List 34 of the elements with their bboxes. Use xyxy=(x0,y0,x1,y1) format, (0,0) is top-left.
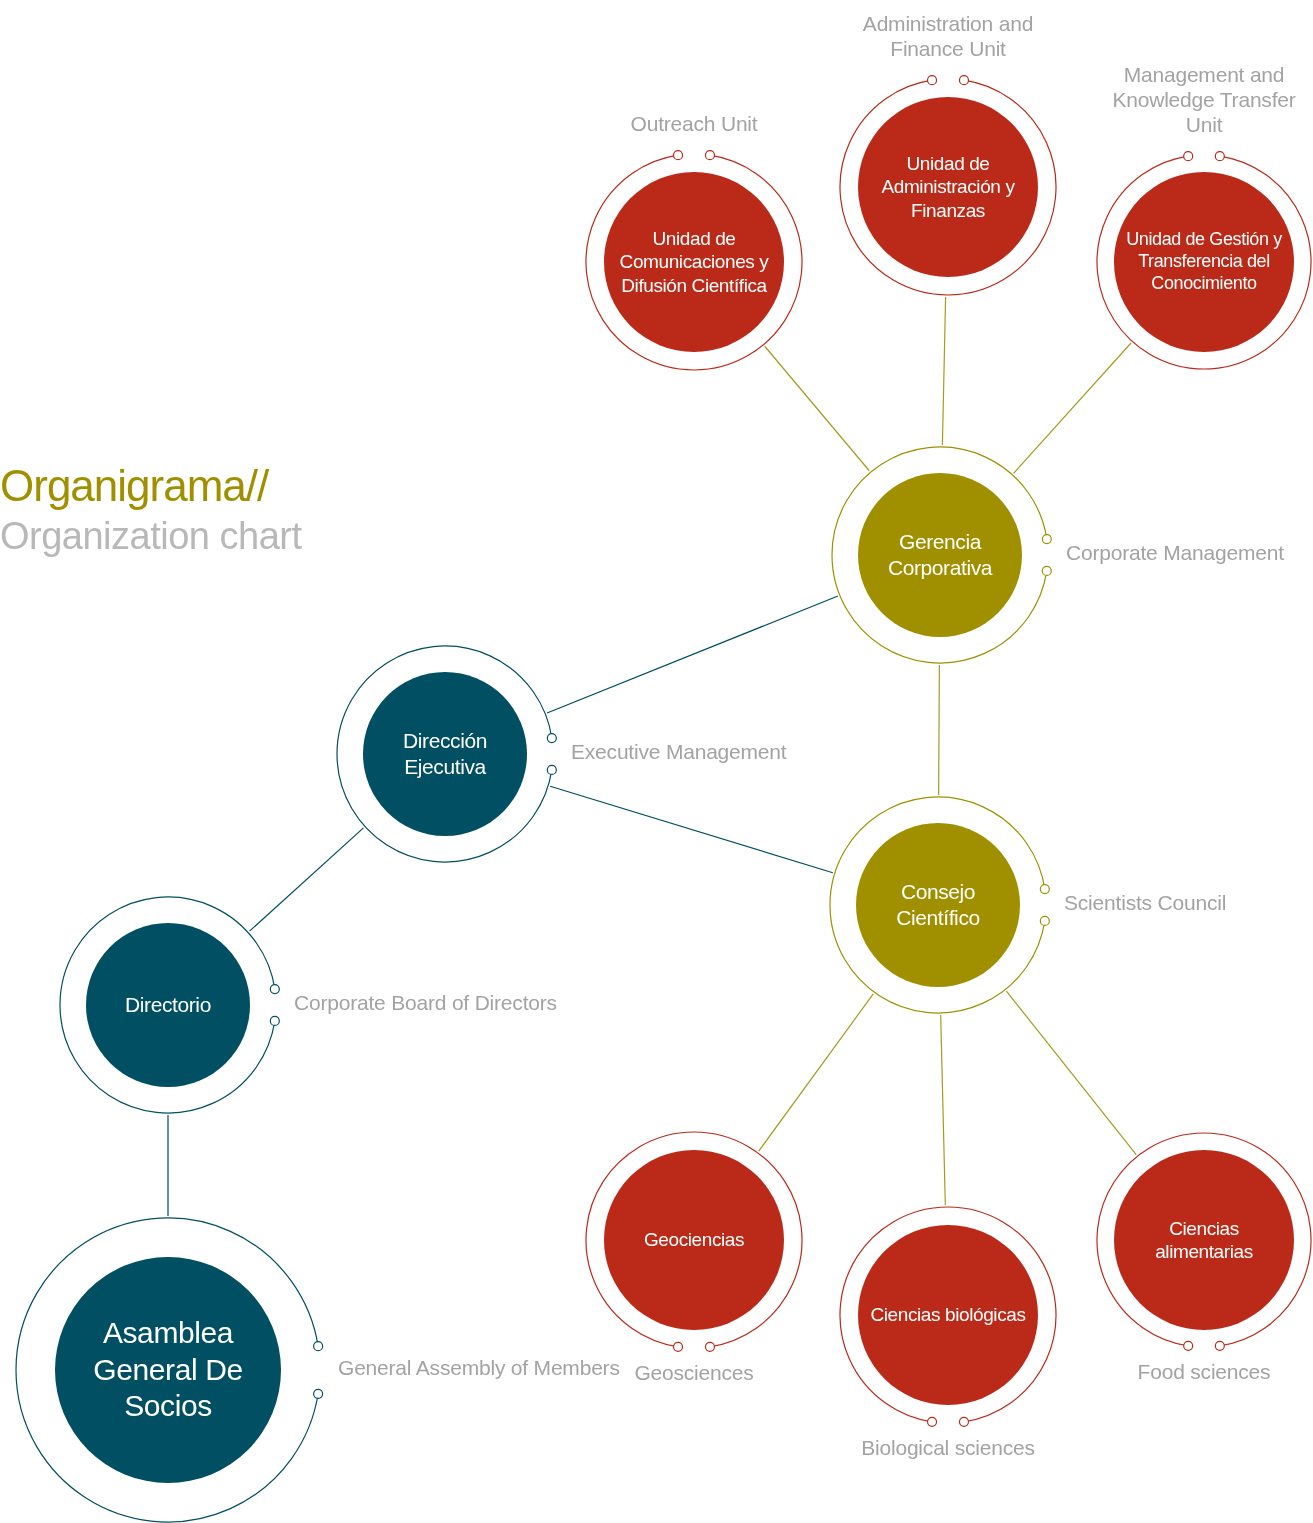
connector-line xyxy=(940,1014,946,1206)
english-label: Scientists Council xyxy=(1064,890,1227,915)
english-label: Administration and Finance Unit xyxy=(861,11,1035,61)
connector-line xyxy=(248,827,365,932)
english-label: Outreach Unit xyxy=(629,111,759,136)
unit-name: Directorio xyxy=(124,992,212,1018)
unit-name: Unidad de Gestión y Transferencia del Conocimiento xyxy=(1125,229,1283,295)
connector-line xyxy=(1013,342,1132,474)
english-label: General Assembly of Members xyxy=(338,1355,620,1380)
unit-name: Ciencias biológicas xyxy=(869,1303,1027,1327)
unit-name: Asamblea General De Socios xyxy=(92,1315,244,1425)
unit-name: Dirección Ejecutiva xyxy=(402,728,488,780)
english-label: Corporate Management xyxy=(1066,540,1284,565)
english-label: Corporate Board of Directors xyxy=(294,990,557,1015)
unit-name: Ciencias alimentarias xyxy=(1154,1216,1254,1264)
unit-name: Consejo Científico xyxy=(895,879,981,931)
connector-line xyxy=(1005,990,1137,1156)
connector-line xyxy=(758,993,874,1152)
english-label: Biological sciences xyxy=(860,1435,1036,1460)
connector-line xyxy=(764,345,870,472)
unit-name: Unidad de Comunicaciones y Difusión Científica xyxy=(618,227,770,297)
connector-line xyxy=(938,664,940,796)
chart-title: Organigrama// xyxy=(0,460,269,512)
english-label: Executive Management xyxy=(571,739,787,764)
english-label: Management and Knowledge Transfer Unit xyxy=(1111,62,1297,137)
chart-subtitle: Organization chart xyxy=(0,514,302,559)
unit-name: Geociencias xyxy=(642,1228,746,1252)
connector-line xyxy=(546,595,839,714)
connector-line xyxy=(167,1114,169,1217)
unit-name: Gerencia Corporativa xyxy=(886,529,994,581)
english-label: Food sciences xyxy=(1136,1359,1272,1384)
connector-line xyxy=(549,785,834,874)
connector-line xyxy=(941,296,947,446)
unit-name: Unidad de Administración y Finanzas xyxy=(880,152,1016,222)
